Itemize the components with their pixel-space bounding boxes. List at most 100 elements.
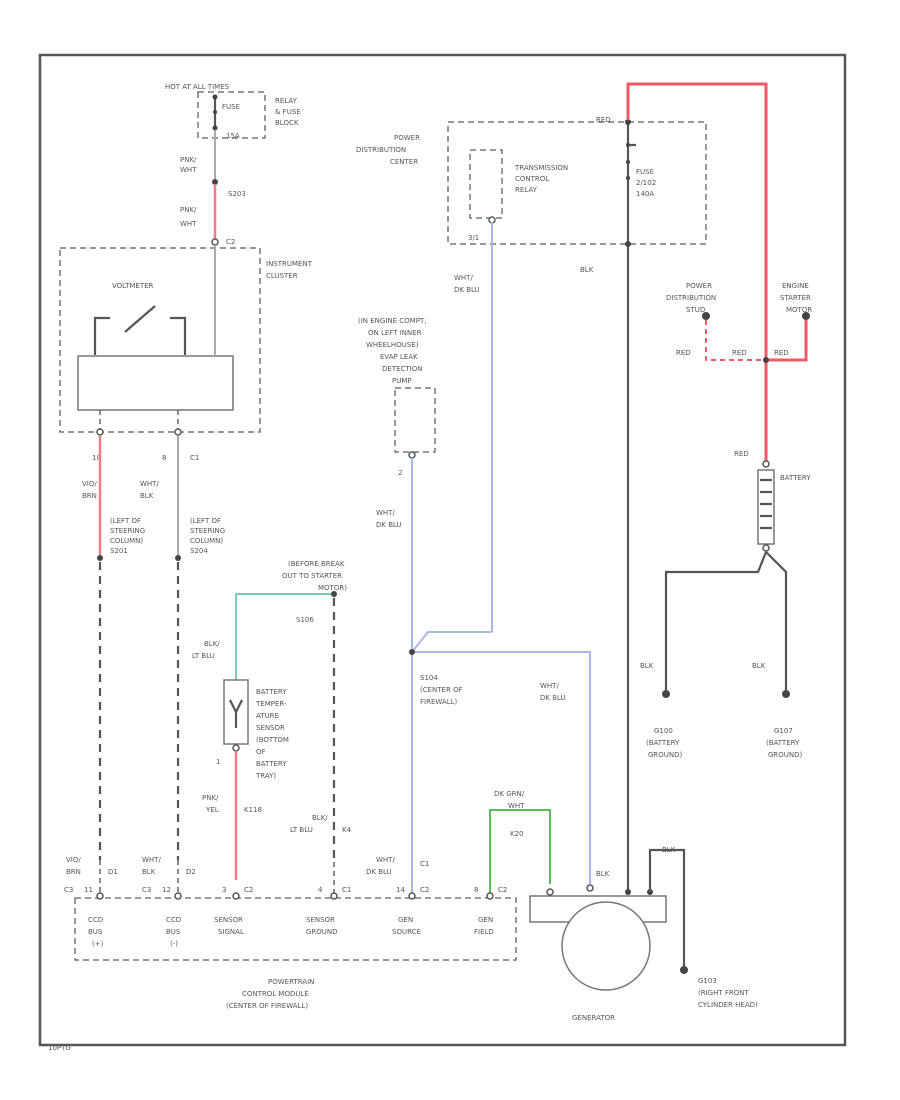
pcm-pin0-sub: (+) <box>92 940 104 948</box>
s104-right-wire-a: WHT/ <box>540 682 559 690</box>
pcm-pin1-wire-a: WHT/ <box>142 856 161 864</box>
pcm-pin3-num: 4 <box>318 886 323 894</box>
generator-ground-wire <box>648 848 686 966</box>
pdc-out-wire-label: BLK <box>580 266 594 274</box>
pump-wire-top-a: WHT/ <box>454 274 473 282</box>
pump-label-1: (IN ENGINE COMPT, <box>358 317 426 325</box>
s104-label-3: FIREWALL) <box>420 698 458 706</box>
pdc-pin-label: 3/1 <box>468 234 479 242</box>
wire-red-right: RED <box>774 349 789 357</box>
wire-pnk-wht-2b: WHT <box>180 220 197 228</box>
temp-sensor-box <box>223 679 249 745</box>
pcm-pin-gen-source <box>408 892 416 900</box>
wire-wht-blk-a: WHT/ <box>140 480 159 488</box>
cluster-wires: VIO/ BRN WHT/ BLK (LEFT OF STEERING COLU… <box>82 436 225 860</box>
ground-g107-icon <box>782 690 790 698</box>
pump-label-3: WHEELHOUSE) <box>366 341 419 349</box>
g107-label-1: G107 <box>774 727 793 735</box>
wht-dk-blu-wire-right <box>412 651 591 884</box>
instrument-cluster: INSTRUMENT CLUSTER VOLTMETER 10 8 C1 <box>59 245 313 462</box>
sensor-wire-bottom-id: K118 <box>244 806 262 814</box>
diagram-id-label: 10PTG <box>48 1044 71 1052</box>
fuse-140a-bottom <box>625 241 631 247</box>
temp-sensor-pin-1 <box>232 744 240 752</box>
wire-pnk-wht-1b: WHT <box>180 166 197 174</box>
relay-label-3: RELAY <box>515 186 538 194</box>
transmission-control-relay-box <box>469 149 503 219</box>
s106-label: S106 <box>296 616 314 624</box>
pcm-pin1-wire-b: BLK <box>142 868 156 876</box>
s104-label-1: S104 <box>420 674 438 682</box>
ground-left-wire-label: BLK <box>640 662 654 670</box>
ground-g103-icon <box>680 966 688 974</box>
sensor-ground-wire-b: LT BLU <box>290 826 313 834</box>
battery-positive-red-wire <box>626 82 768 462</box>
sensor-label-1: BATTERY <box>256 688 287 696</box>
hot-feed: HOT AT ALL TIMES FUSE 15A RELAY & FUSE B… <box>165 83 301 246</box>
pcm-pin5-conn: C2 <box>498 886 507 894</box>
wire-wht-blk-b: BLK <box>140 492 154 500</box>
fuse-140a-label-1: FUSE <box>636 168 654 176</box>
pcm-pin1-id: D2 <box>186 868 196 876</box>
sensor-wire-top-a: BLK/ <box>204 640 220 648</box>
pcm-pin2-name-b: SIGNAL <box>218 928 244 936</box>
starter-motor-wire <box>766 320 808 362</box>
relay-block-label-1: RELAY <box>275 97 298 105</box>
connector-c2-pin <box>211 238 219 246</box>
instrument-cluster-label-1: INSTRUMENT <box>266 260 313 268</box>
pdc-label-1: POWER <box>394 134 420 142</box>
fuse-terminal-bottom <box>212 125 218 131</box>
battery-pos-wire-label: RED <box>734 450 749 458</box>
pcm-pin0-name-a: CCD <box>88 916 103 924</box>
pcm-pin-ccd-neg <box>174 892 182 900</box>
s104-label-2: (CENTER OF <box>420 686 463 694</box>
cluster-pin-8 <box>174 428 182 436</box>
g103-label-3: CYLINDER HEAD) <box>698 1001 758 1009</box>
pump-pin <box>408 451 416 459</box>
wire-vio-brn-b: BRN <box>82 492 97 500</box>
pcm-pin4-wire-b: DK BLU <box>366 868 392 876</box>
pump-box <box>394 387 436 453</box>
sensor-label-6: OF <box>256 748 266 756</box>
pcm-pin0-num: 11 <box>84 886 93 894</box>
relay-label-1: TRANSMISSION <box>514 164 568 172</box>
splice-s104 <box>409 649 415 655</box>
fuse-label: FUSE <box>222 103 240 111</box>
s104-right-wire-b: DK BLU <box>540 694 566 702</box>
powertrain-control-module: VIO/ BRN D1 C3 11 CCD BUS (+) WHT/ BLK D… <box>64 856 517 1010</box>
field-wire-id: K20 <box>510 830 524 838</box>
splice-s203 <box>212 179 218 185</box>
sensor-label-5: (BOTTOM <box>256 736 289 744</box>
sensor-label-3: ATURE <box>256 712 279 720</box>
pcm-pin0-name-b: BUS <box>88 928 103 936</box>
battery-ground-wire-right <box>765 551 788 690</box>
thermistor-icon <box>229 699 243 728</box>
cluster-pin-8-label: 8 <box>162 454 166 462</box>
voltmeter-needle-icon <box>124 305 156 333</box>
fuse-terminal-top <box>212 94 218 100</box>
pcm-pin3-conn: C1 <box>342 886 351 894</box>
generator: BLK BLK G103 (RIGHT FRONT CYLINDER HEAD)… <box>529 846 758 1022</box>
hot-at-all-times-label: HOT AT ALL TIMES <box>165 83 230 91</box>
relay-label-2: CONTROL <box>515 175 549 183</box>
pcm-pin1-name-a: CCD <box>166 916 181 924</box>
instrument-cluster-box <box>59 247 261 433</box>
sensor-label-8: TRAY) <box>255 772 276 780</box>
pcm-pin1-conn: C3 <box>142 886 151 894</box>
pcm-pin4-wire-a: WHT/ <box>376 856 395 864</box>
pcm-label-1: POWERTRAIN <box>268 978 314 986</box>
pcm-label-3: (CENTER OF FIREWALL) <box>226 1002 308 1010</box>
s201-loc-1: (LEFT OF <box>110 517 141 525</box>
pd-stud-label-3: STUD <box>686 306 705 314</box>
pump-wire-down-a: WHT/ <box>376 509 395 517</box>
cluster-pin-10-label: 10 <box>92 454 101 462</box>
battery-temp-sensor: (BEFORE BREAK OUT TO STARTER MOTOR) S106… <box>192 560 352 880</box>
starter-motor-label-2: STARTER <box>780 294 811 302</box>
battery-cell-box <box>757 469 775 545</box>
pcm-pin-gen-field <box>486 892 494 900</box>
pcm-pin0-conn: C3 <box>64 886 73 894</box>
pcm-pin2-conn: C2 <box>244 886 253 894</box>
sensor-ground-wire-a: BLK/ <box>312 814 328 822</box>
sensor-label-2: TEMPER- <box>255 700 287 708</box>
generator-icon <box>561 901 651 991</box>
